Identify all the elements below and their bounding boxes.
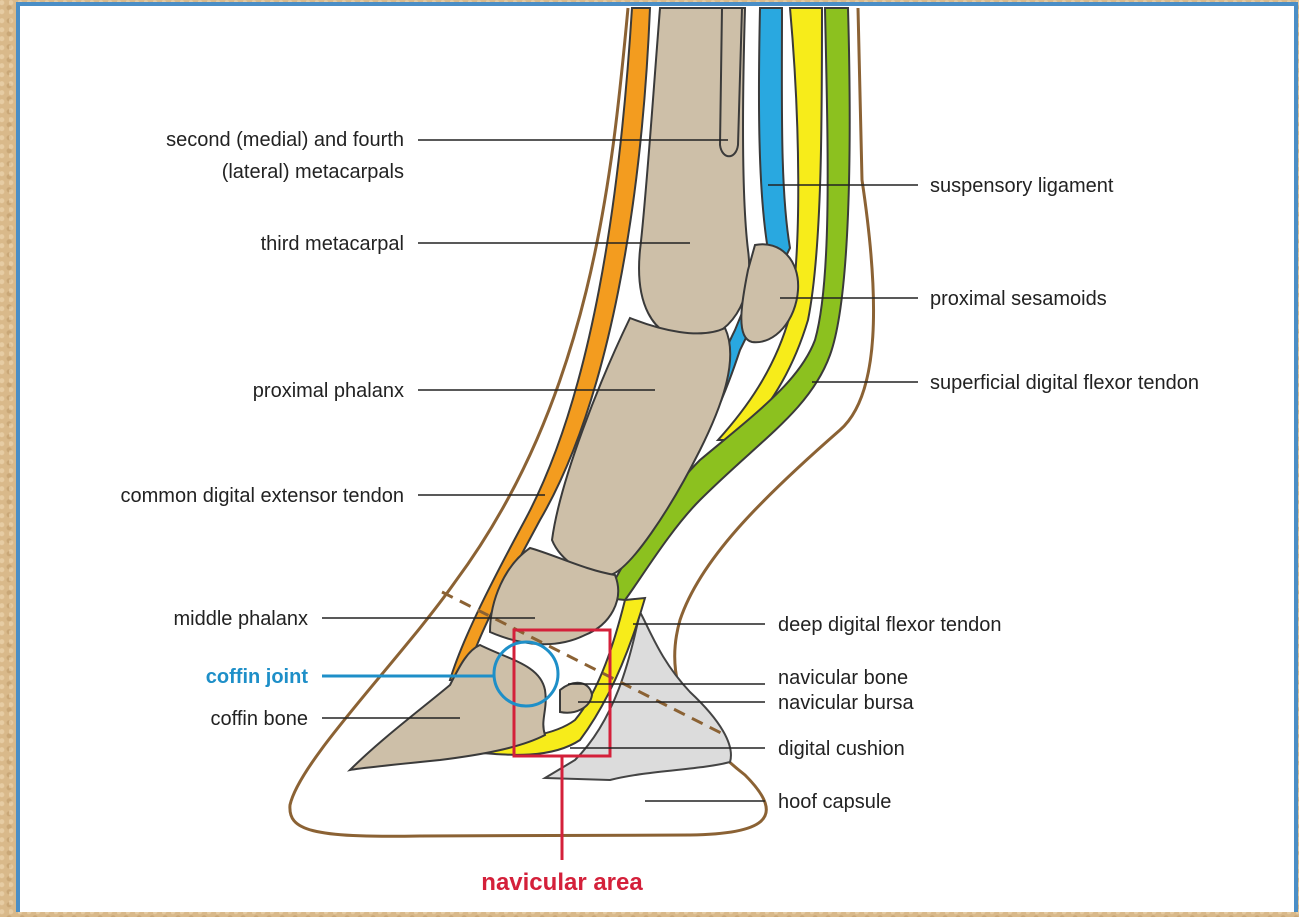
label-deep-flexor: deep digital flexor tendon [778, 614, 1002, 636]
label-navicular-bursa: navicular bursa [778, 692, 915, 714]
label-digital-cushion: digital cushion [778, 738, 905, 760]
label-coffin-bone: coffin bone [211, 708, 309, 730]
label-suspensory-ligament: suspensory ligament [930, 175, 1114, 197]
splint-bone [720, 8, 742, 156]
label-coffin-joint: coffin joint [206, 666, 309, 688]
label-metacarpals-line2: (lateral) metacarpals [222, 161, 404, 183]
label-hoof-capsule: hoof capsule [778, 791, 891, 813]
label-navicular-area: navicular area [481, 869, 643, 896]
label-third-metacarpal: third metacarpal [261, 233, 404, 255]
label-navicular-bone: navicular bone [778, 667, 908, 689]
label-proximal-sesamoids: proximal sesamoids [930, 288, 1107, 310]
label-extensor-tendon: common digital extensor tendon [121, 485, 405, 507]
label-superficial-flexor: superficial digital flexor tendon [930, 372, 1199, 394]
label-metacarpals-line1: second (medial) and fourth [166, 129, 404, 151]
label-middle-phalanx: middle phalanx [173, 608, 308, 630]
label-proximal-phalanx: proximal phalanx [253, 380, 404, 402]
